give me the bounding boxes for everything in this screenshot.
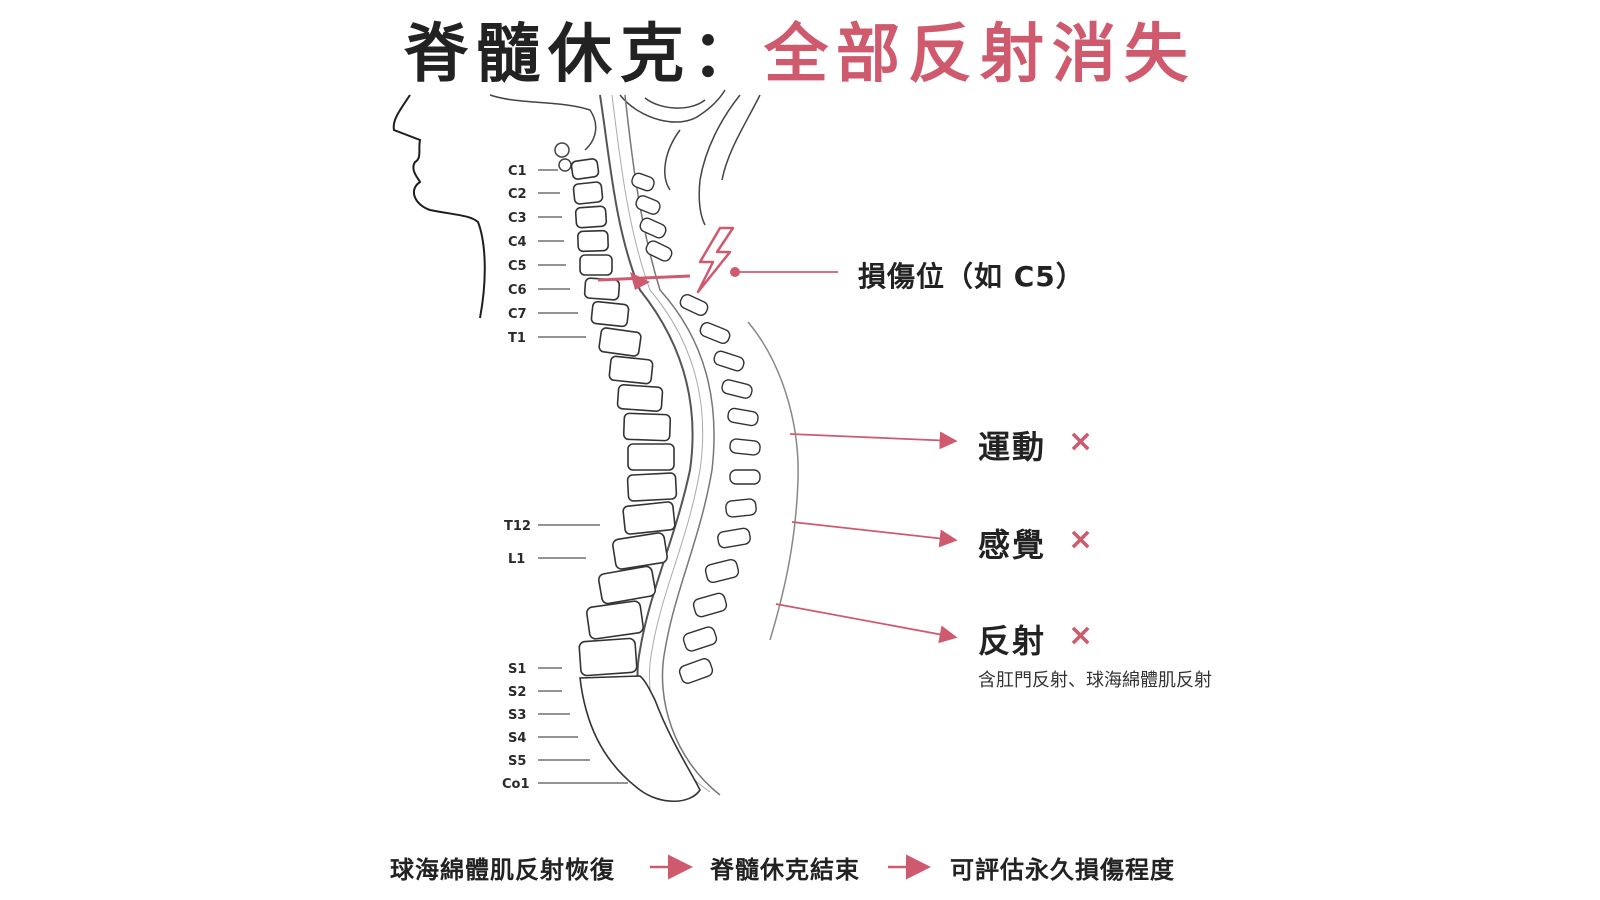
label-c7: C7 [508,307,527,322]
sensory-x-icon: × [1068,522,1094,557]
injury-site [597,226,838,294]
injury-band [597,274,691,282]
reflex-label: 反射 [978,622,1047,660]
flow-step-shock-end: 脊髓休克結束 [710,856,860,884]
label-t12: T12 [504,519,531,534]
title-accent: 全部反射消失 [764,18,1196,92]
label-c2: C2 [508,187,527,202]
back-outline [747,321,799,641]
label-c3: C3 [508,211,527,226]
label-l1: L1 [508,552,525,567]
title-main: 脊髓休克： [404,18,764,92]
flow-step-reflex-recovery: 球海綿體肌反射恢復 [390,856,615,884]
reflex-sublabel: 含肛門反射、球海綿體肌反射 [978,670,1212,691]
injury-dot [730,267,740,277]
reflex-arrow [775,603,958,644]
label-c4: C4 [508,235,527,250]
label-c1: C1 [508,164,527,179]
reflex-x-icon: × [1068,618,1094,653]
sensory-arrow [791,521,958,548]
vertebral-bodies [570,158,701,802]
recovery-flow: 球海綿體肌反射恢復 脊髓休克結束 可評估永久損傷程度 [0,850,1600,890]
motor-label: 運動 [978,428,1047,466]
page-title: 脊髓休克：全部反射消失 [0,10,1600,100]
sensory-label: 感覺 [978,526,1047,564]
lightning-icon [696,226,735,294]
injury-label: 損傷位（如 C5） [858,260,1085,293]
label-co1: Co1 [502,777,530,792]
head-profile [392,94,486,319]
posterior-processes [631,172,761,684]
label-leader-lines [538,169,628,784]
label-s2: S2 [508,685,526,700]
motor-x-icon: × [1068,424,1094,459]
motor-arrow [789,431,958,450]
vertebra-labels: C1 C2 C3 C4 C5 C6 C7 T1 T12 L1 S1 S2 S3 … [502,164,531,792]
label-s4: S4 [508,731,526,746]
label-t1: T1 [508,331,526,346]
label-s3: S3 [508,708,526,723]
label-s1: S1 [508,662,526,677]
label-c5: C5 [508,259,527,274]
flow-step-assess-damage: 可評估永久損傷程度 [950,856,1175,884]
label-c6: C6 [508,283,527,298]
brain-outline [489,89,761,226]
label-s5: S5 [508,754,526,769]
injury-arrow-marker [630,272,650,290]
